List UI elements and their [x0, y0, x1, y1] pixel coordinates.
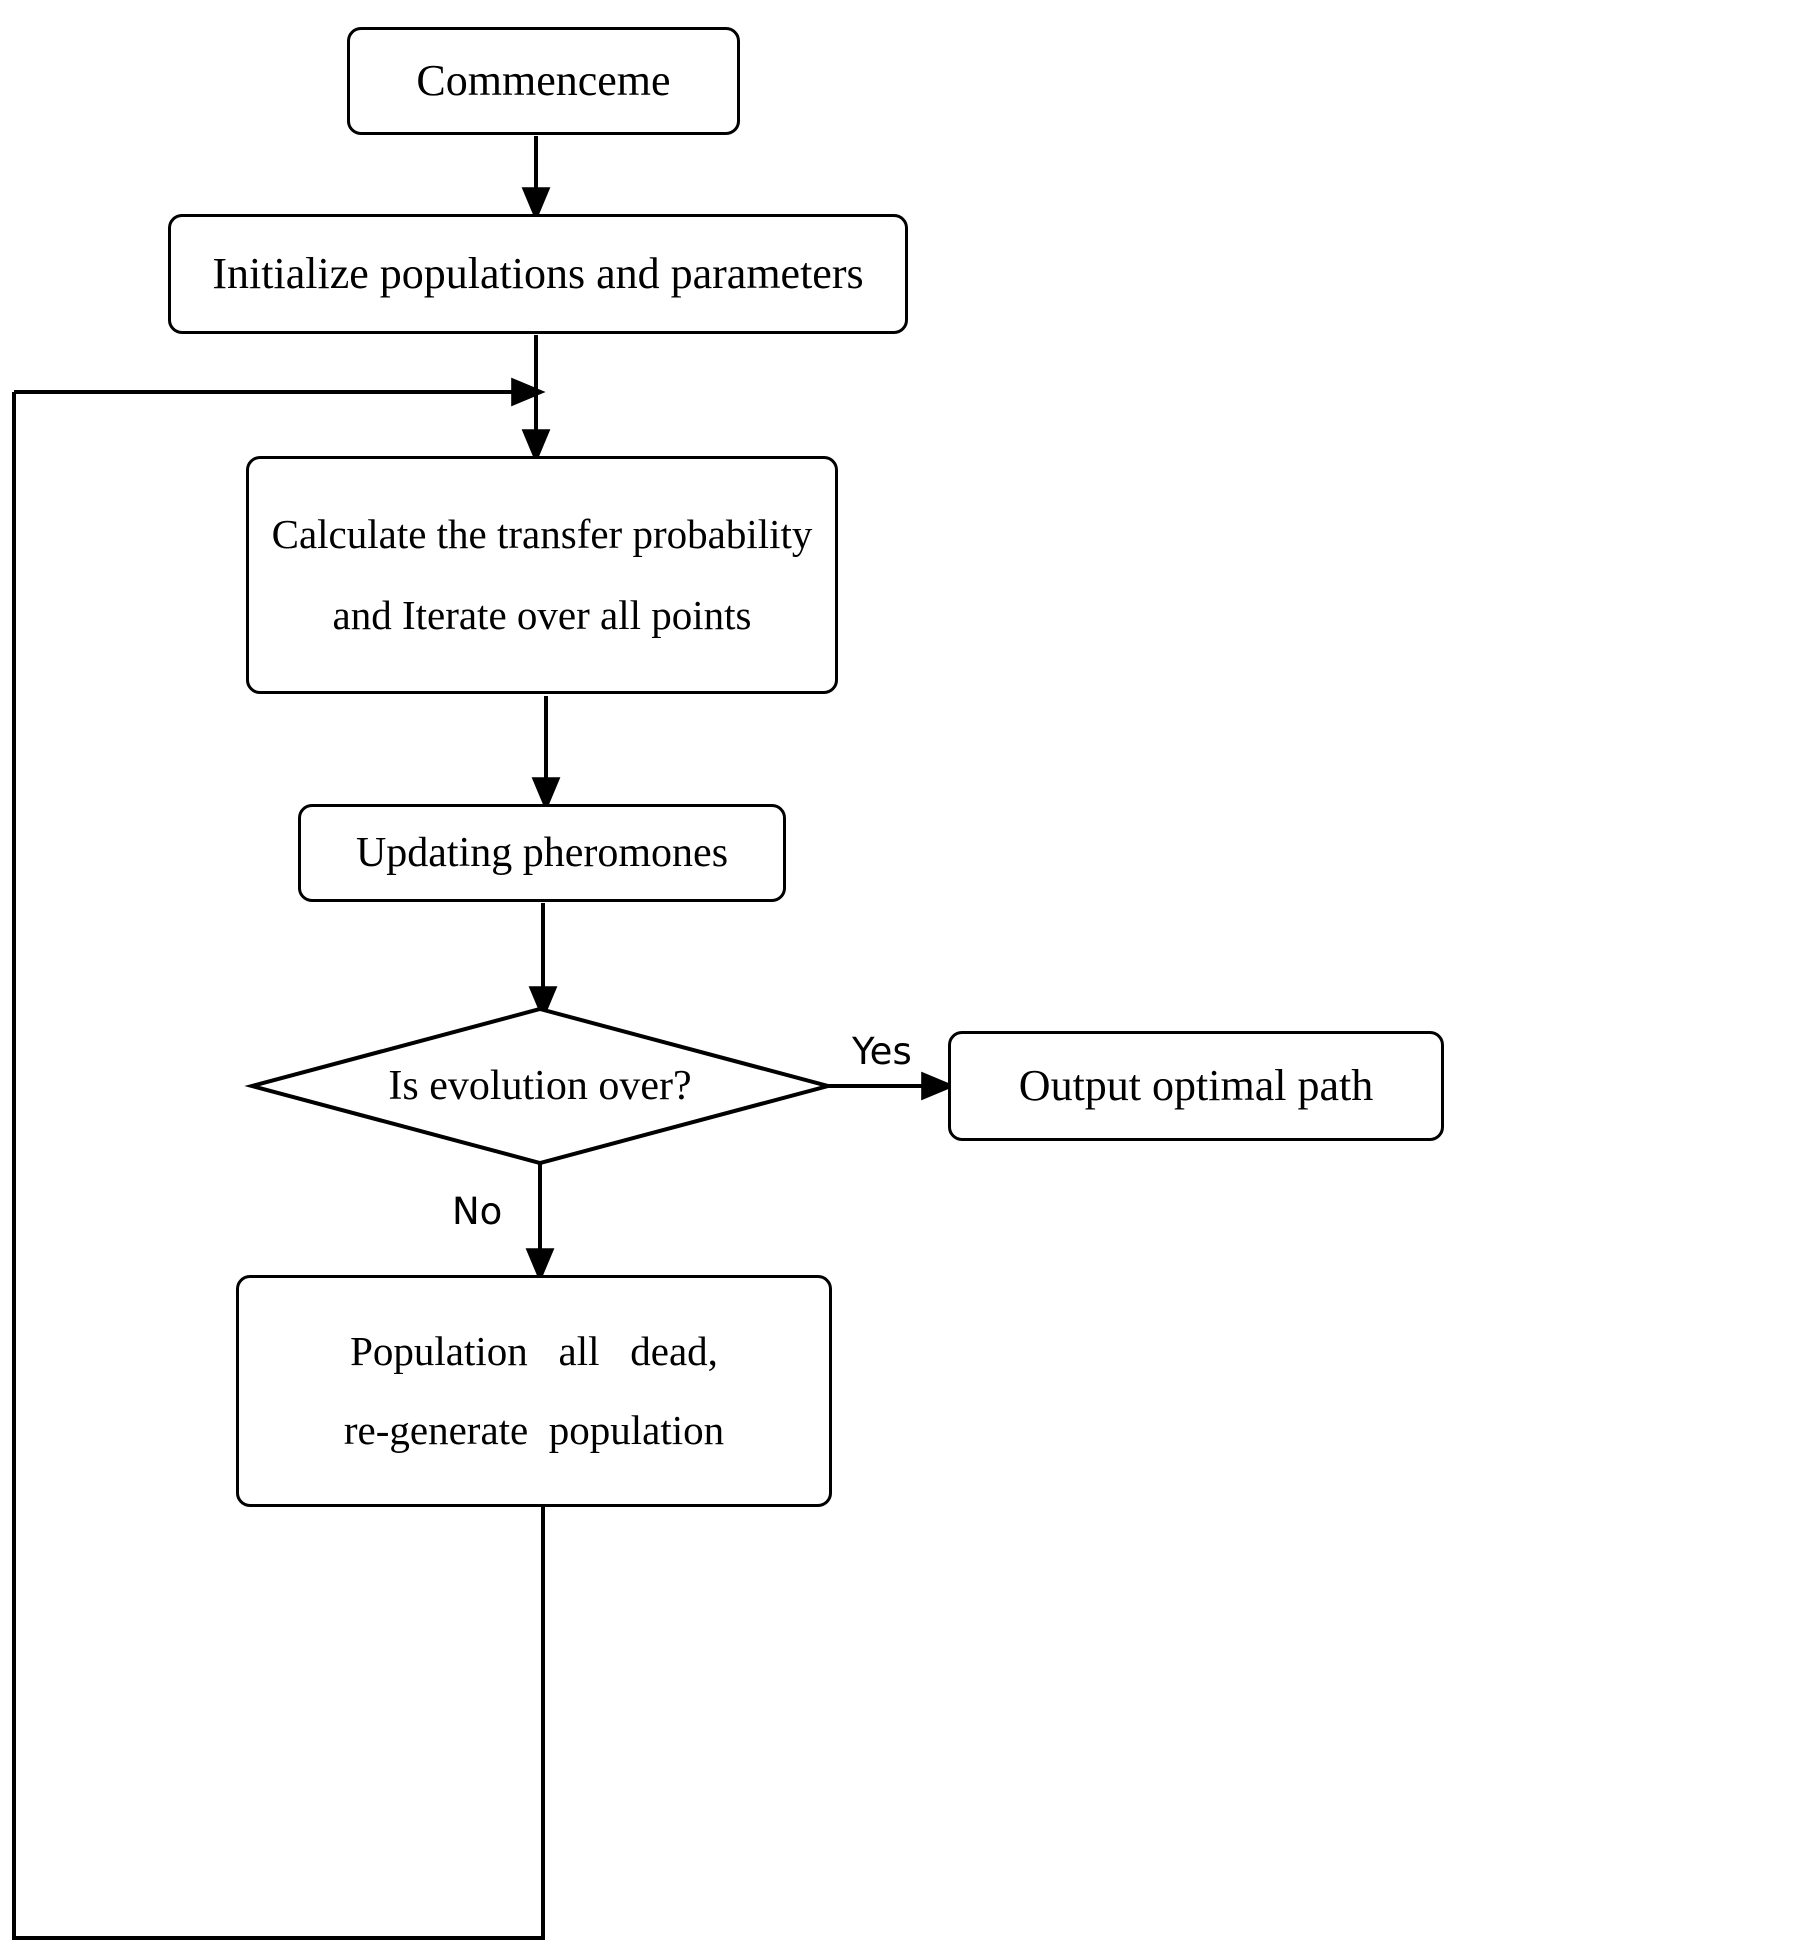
node-updating-line1: Updating pheromones	[355, 829, 729, 876]
node-calculate-transfer-probability[interactable]: Calculate the transfer probability and I…	[246, 456, 838, 694]
node-updating-pheromones[interactable]: Updating pheromones	[298, 804, 786, 902]
node-start[interactable]: Commenceme	[347, 27, 740, 135]
node-initialize-line1: Initialize populations and parameters	[212, 248, 864, 298]
node-regenerate-line1: Population all dead,	[350, 1327, 718, 1374]
node-initialize[interactable]: Initialize populations and parameters	[168, 214, 908, 334]
node-regenerate-population[interactable]: Population all dead, re-generate populat…	[236, 1275, 832, 1507]
node-calculate-line1: Calculate the transfer probability	[271, 510, 813, 557]
node-output-optimal-path[interactable]: Output optimal path	[948, 1031, 1444, 1141]
node-regenerate-line2: re-generate population	[343, 1407, 725, 1453]
edge-label-no: No	[452, 1190, 503, 1233]
node-calculate-line2: and Iterate over all points	[332, 592, 752, 638]
node-decision-label: Is evolution over?	[388, 1063, 692, 1109]
edge-repop-loopback	[12, 392, 545, 1940]
node-output-line1: Output optimal path	[1018, 1060, 1374, 1110]
node-start-line1: Commenceme	[416, 55, 671, 105]
edge-label-yes: Yes	[852, 1030, 912, 1073]
